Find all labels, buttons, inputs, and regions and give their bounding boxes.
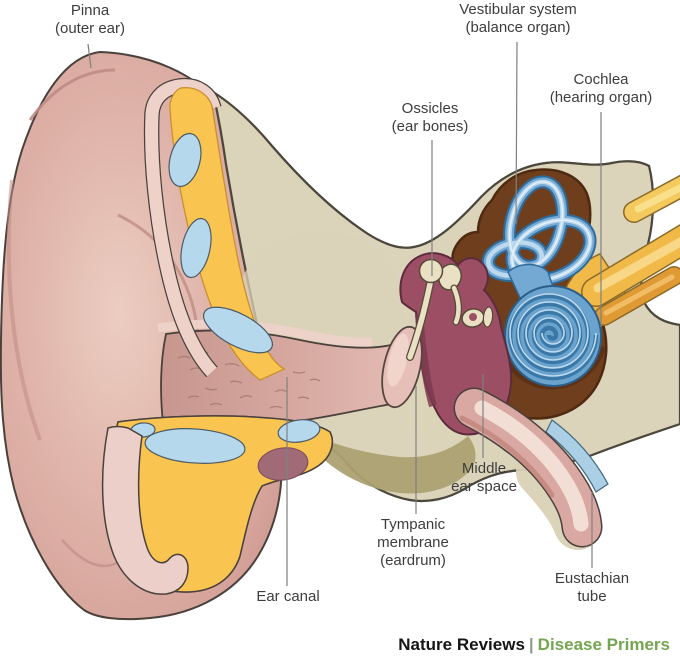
- malleus-head: [418, 258, 444, 284]
- eustachian-tube-shape: [453, 387, 609, 550]
- cartilage-upper-shape: [143, 77, 286, 381]
- canal-bend-shadow: [257, 447, 309, 481]
- label-cochlea: Cochlea (hearing organ): [549, 71, 653, 106]
- stapes-footplate: [482, 306, 494, 328]
- tube-cartilage-blue: [545, 419, 609, 493]
- skin-fold: [101, 425, 189, 595]
- footer-series: Disease Primers: [537, 635, 670, 654]
- cochlea-shape: [503, 285, 603, 387]
- label-middle-ear-space: Middle ear space: [451, 460, 517, 495]
- label-ear-canal: Ear canal: [256, 588, 320, 605]
- cartilage-blue-patches: [168, 132, 273, 354]
- label-pinna: Pinna (outer ear): [54, 2, 126, 37]
- cochlea-spiral-highlight: [509, 293, 597, 377]
- malleus-handle: [407, 281, 433, 360]
- leader-lines: [87, 41, 602, 586]
- cartilage-lower-shape: [101, 415, 334, 595]
- label-ossicles: Ossicles (ear bones): [391, 100, 469, 135]
- cartilage-blue-patches-lower: [130, 419, 321, 464]
- leader-line-pinna: [87, 43, 92, 69]
- footer-journal: Nature Reviews: [398, 635, 525, 654]
- bone-shadow-wedge: [306, 432, 476, 494]
- leader-line-vestibular: [515, 41, 518, 225]
- footer-separator: |: [528, 635, 534, 654]
- skin-band: [145, 79, 221, 377]
- label-eustachian-tube: Eustachian tube: [554, 570, 630, 605]
- canal-skin-band: [157, 319, 373, 347]
- ossicles-shape: [406, 258, 494, 361]
- membrane-highlight: [387, 333, 409, 387]
- vestibular-system-shape: [481, 175, 597, 303]
- label-tympanic-membrane: Tympanic membrane (eardrum): [377, 516, 449, 569]
- footer-credit: Nature Reviews|Disease Primers: [398, 635, 670, 655]
- label-vestibular-system: Vestibular system (balance organ): [459, 1, 577, 36]
